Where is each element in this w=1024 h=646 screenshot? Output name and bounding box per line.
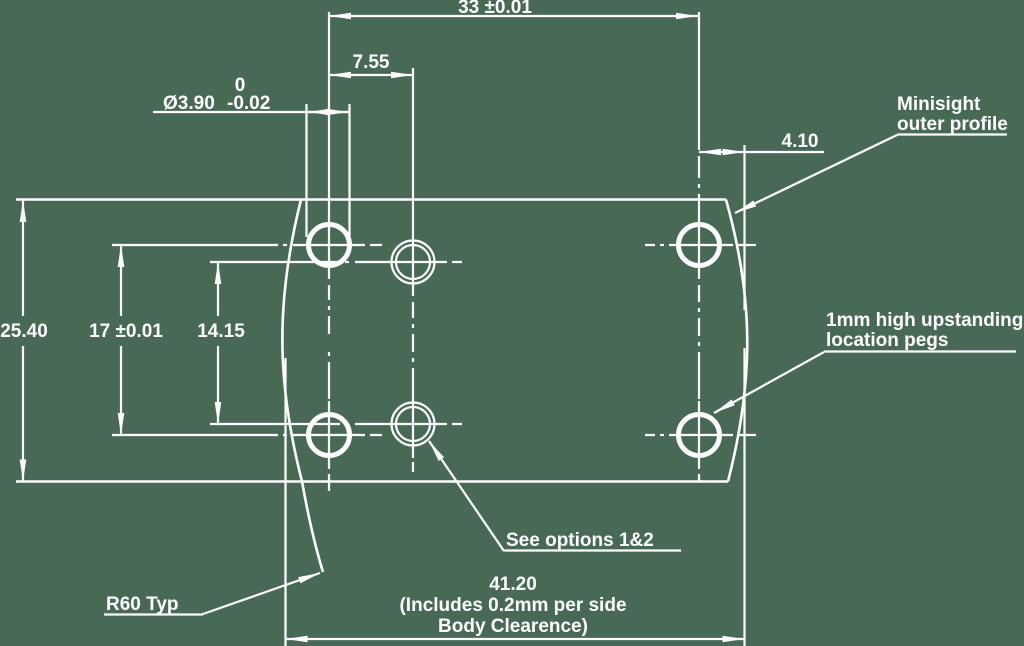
dim-text-4-10: 4.10	[782, 131, 819, 152]
dim-text-7-55: 7.55	[353, 52, 390, 73]
hole-top-right	[676, 222, 722, 268]
plate-left-edge-arc	[281, 199, 325, 573]
callout-see-options: See options 1&2	[506, 530, 654, 551]
dim-text-25-40: 25.40	[0, 321, 48, 342]
dim-text-41-20-note1: (Includes 0.2mm per side	[399, 595, 626, 616]
extension-lines	[284, 104, 746, 646]
callout-pegs-line1: 1mm high upstanding	[826, 310, 1023, 331]
dim-text-dia-tol-upper: 0	[235, 75, 246, 96]
leader-outer-profile	[734, 134, 898, 214]
dimension-lines	[19, 12, 824, 643]
dim-text-dia: Ø3.90	[163, 93, 215, 114]
dim-text-33: 33 ±0.01	[458, 0, 532, 18]
dimension-labels: 33 ±0.01 7.55 Ø3.90 0 -0.02 4.10 25.40 1…	[0, 0, 818, 637]
dim-text-41-20: 41.20	[489, 574, 537, 595]
leader-see-options	[428, 440, 505, 552]
hole-bottom-center-inner	[394, 405, 432, 443]
callout-outer-profile-line1: Minisight	[897, 94, 981, 115]
dim-text-17: 17 ±0.01	[89, 321, 163, 342]
leader-location-pegs	[713, 351, 825, 414]
hole-top-left	[306, 222, 352, 268]
callout-outer-profile-line2: outer profile	[897, 114, 1008, 135]
hole-bottom-left	[306, 412, 352, 458]
holes	[306, 222, 722, 458]
dim-text-41-20-note2: Body Clearence)	[438, 616, 588, 637]
dim-text-dia-tol-lower: -0.02	[227, 93, 270, 114]
plate-right-edge-arc	[724, 199, 749, 482]
hole-top-center-inner	[394, 243, 432, 281]
callout-labels: Minisight outer profile 1mm high upstand…	[506, 94, 1023, 551]
callout-pegs-line2: location pegs	[826, 330, 948, 351]
leader-r60	[202, 571, 321, 616]
hole-bottom-center-outer	[390, 401, 436, 447]
dim-text-r60: R60 Typ	[106, 594, 179, 615]
hole-bottom-right	[676, 412, 722, 458]
hole-top-center-outer	[390, 239, 436, 285]
leader-lines	[104, 133, 1016, 616]
plate-outline	[16, 198, 749, 573]
dim-text-14-15: 14.15	[197, 321, 245, 342]
